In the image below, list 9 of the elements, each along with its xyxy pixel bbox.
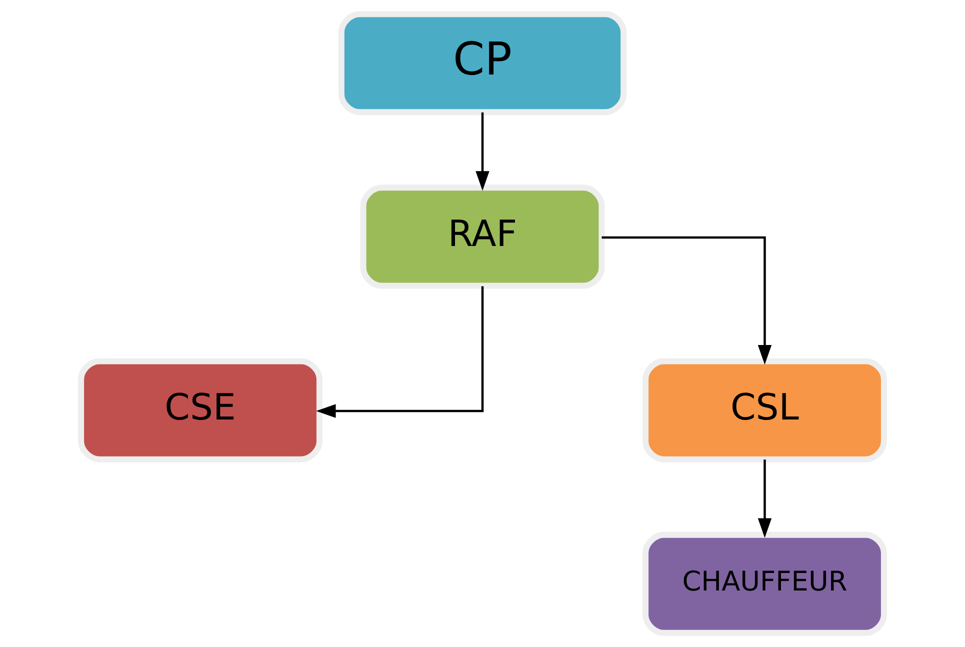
arrow [476,112,490,191]
node-box: CP [338,11,627,116]
node-box: CHAUFFEUR [642,532,887,636]
arrow [602,236,772,365]
arrow [316,286,484,418]
arrow [758,460,772,538]
node-box: CSE [78,358,323,462]
node-box: RAF [360,184,605,289]
node-box: CSL [642,358,887,462]
